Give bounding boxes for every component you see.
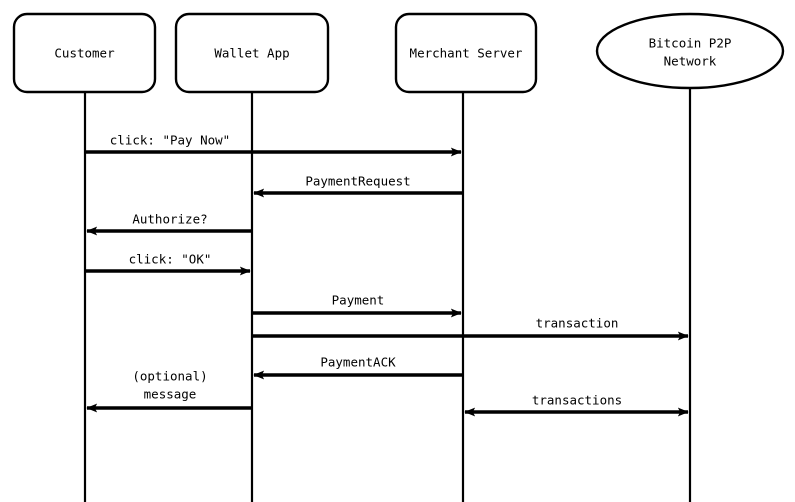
participants-layer: Customer Wallet App Merchant Server Bitc… (12, 12, 785, 94)
message-payment-ack-label: PaymentACK (320, 355, 396, 370)
message-optional-message-label-line1: (optional) (132, 369, 207, 384)
participant-bitcoin-p2p-network[interactable]: Bitcoin P2P Network (595, 12, 785, 90)
message-payment-request[interactable]: PaymentRequest (253, 174, 463, 198)
message-click-ok-label: click: "OK" (129, 252, 212, 267)
message-click-ok[interactable]: click: "OK" (85, 252, 251, 276)
participant-bitcoin-p2p-network-label-line1: Bitcoin P2P (649, 36, 732, 51)
message-payment-label: Payment (332, 293, 385, 308)
message-authorize-label: Authorize? (132, 212, 207, 227)
participant-customer-box (12, 12, 157, 94)
message-transaction[interactable]: transaction (252, 316, 689, 341)
participant-wallet-app-label: Wallet App (214, 46, 289, 61)
participant-merchant-server-box (394, 12, 538, 94)
participant-customer-label: Customer (54, 46, 115, 61)
participant-customer[interactable]: Customer (12, 12, 157, 94)
participant-wallet-app-box (174, 12, 330, 94)
messages-layer: click: "Pay Now" PaymentRequest Authoriz… (85, 133, 689, 417)
message-click-pay-now-label: click: "Pay Now" (110, 133, 230, 148)
lifelines-layer (83, 88, 692, 502)
message-authorize[interactable]: Authorize? (86, 212, 252, 236)
message-payment[interactable]: Payment (252, 293, 462, 318)
message-transactions[interactable]: transactions (464, 393, 689, 417)
message-transaction-label: transaction (536, 316, 619, 331)
participant-bitcoin-p2p-network-label-line2: Network (664, 54, 717, 69)
participant-merchant-server[interactable]: Merchant Server (394, 12, 538, 94)
participant-wallet-app[interactable]: Wallet App (174, 12, 330, 94)
message-payment-ack[interactable]: PaymentACK (253, 355, 463, 380)
message-click-pay-now[interactable]: click: "Pay Now" (85, 133, 462, 157)
message-optional-message-label-line2: message (144, 387, 197, 402)
message-optional-message[interactable]: (optional) message (86, 369, 252, 413)
participant-bitcoin-p2p-network-ellipse (595, 12, 785, 90)
participant-merchant-server-label: Merchant Server (410, 46, 523, 61)
message-transactions-label: transactions (532, 393, 622, 408)
message-payment-request-label: PaymentRequest (305, 174, 410, 189)
